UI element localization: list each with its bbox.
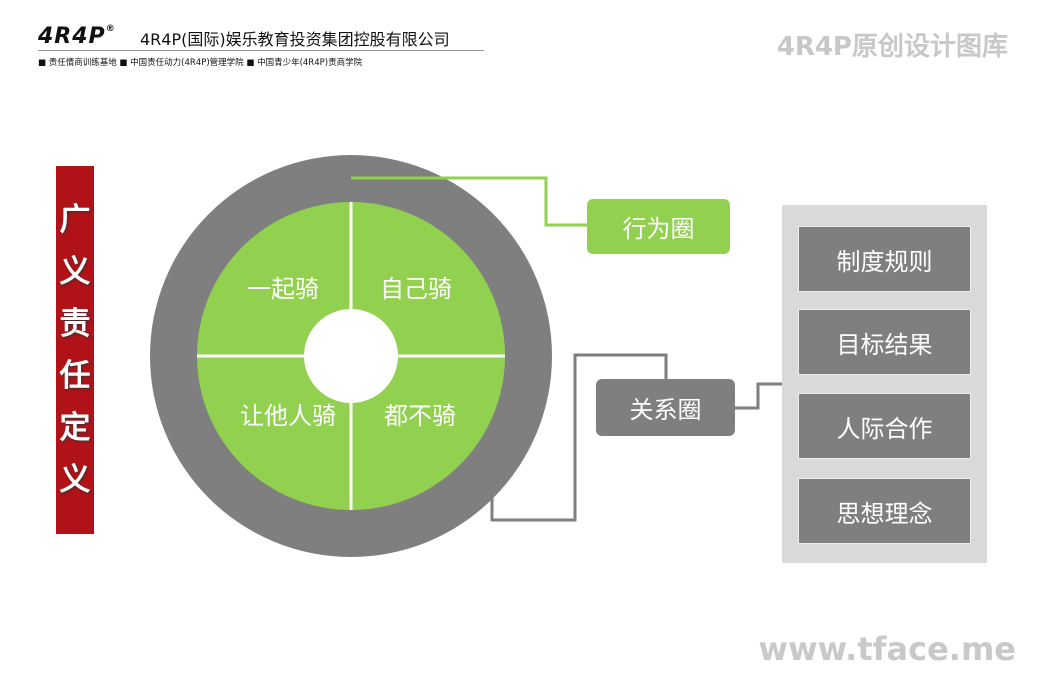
center-hole — [304, 309, 398, 403]
vertical-char: 定 — [59, 410, 91, 446]
vertical-char: 责 — [59, 306, 91, 342]
watermark-title: 4R4P原创设计图库 — [776, 32, 1008, 62]
quadrant-label-top-right: 自己骑 — [380, 275, 452, 303]
registered-mark: ® — [105, 24, 116, 34]
behavior-circle-label: 行为圈 — [587, 199, 730, 254]
panel-connector — [735, 382, 782, 410]
panel-item-goals: 目标结果 — [798, 309, 971, 375]
header-subtitle: ■ 责任情商训练基地 ■ 中国责任动力(4R4P)管理学院 ■ 中国青少年(4R… — [38, 58, 363, 68]
vertical-char: 义 — [59, 254, 91, 290]
header-divider — [38, 50, 484, 51]
vertical-char: 任 — [59, 358, 91, 394]
quadrant-label-bottom-right: 都不骑 — [384, 402, 456, 430]
relation-connector — [490, 353, 668, 522]
brand-logo: 4R4P® — [38, 24, 116, 49]
panel-item-rules: 制度规则 — [798, 226, 971, 292]
footer-site-url: www.tface.me — [758, 630, 1016, 668]
panel-item-cooperation: 人际合作 — [798, 393, 971, 459]
quadrant-label-top-left: 一起骑 — [247, 275, 319, 303]
panel-item-ideas: 思想理念 — [798, 478, 971, 544]
vertical-char: 义 — [59, 462, 91, 498]
behavior-connector — [351, 176, 587, 227]
vertical-char: 广 — [59, 202, 91, 238]
relation-circle-label: 关系圈 — [596, 379, 735, 436]
company-name: 4R4P(国际)娱乐教育投资集团控股有限公司 — [140, 30, 450, 49]
quadrant-label-bottom-left: 让他人骑 — [240, 402, 336, 430]
vertical-title: 广 义 责 任 定 义 — [56, 166, 94, 534]
